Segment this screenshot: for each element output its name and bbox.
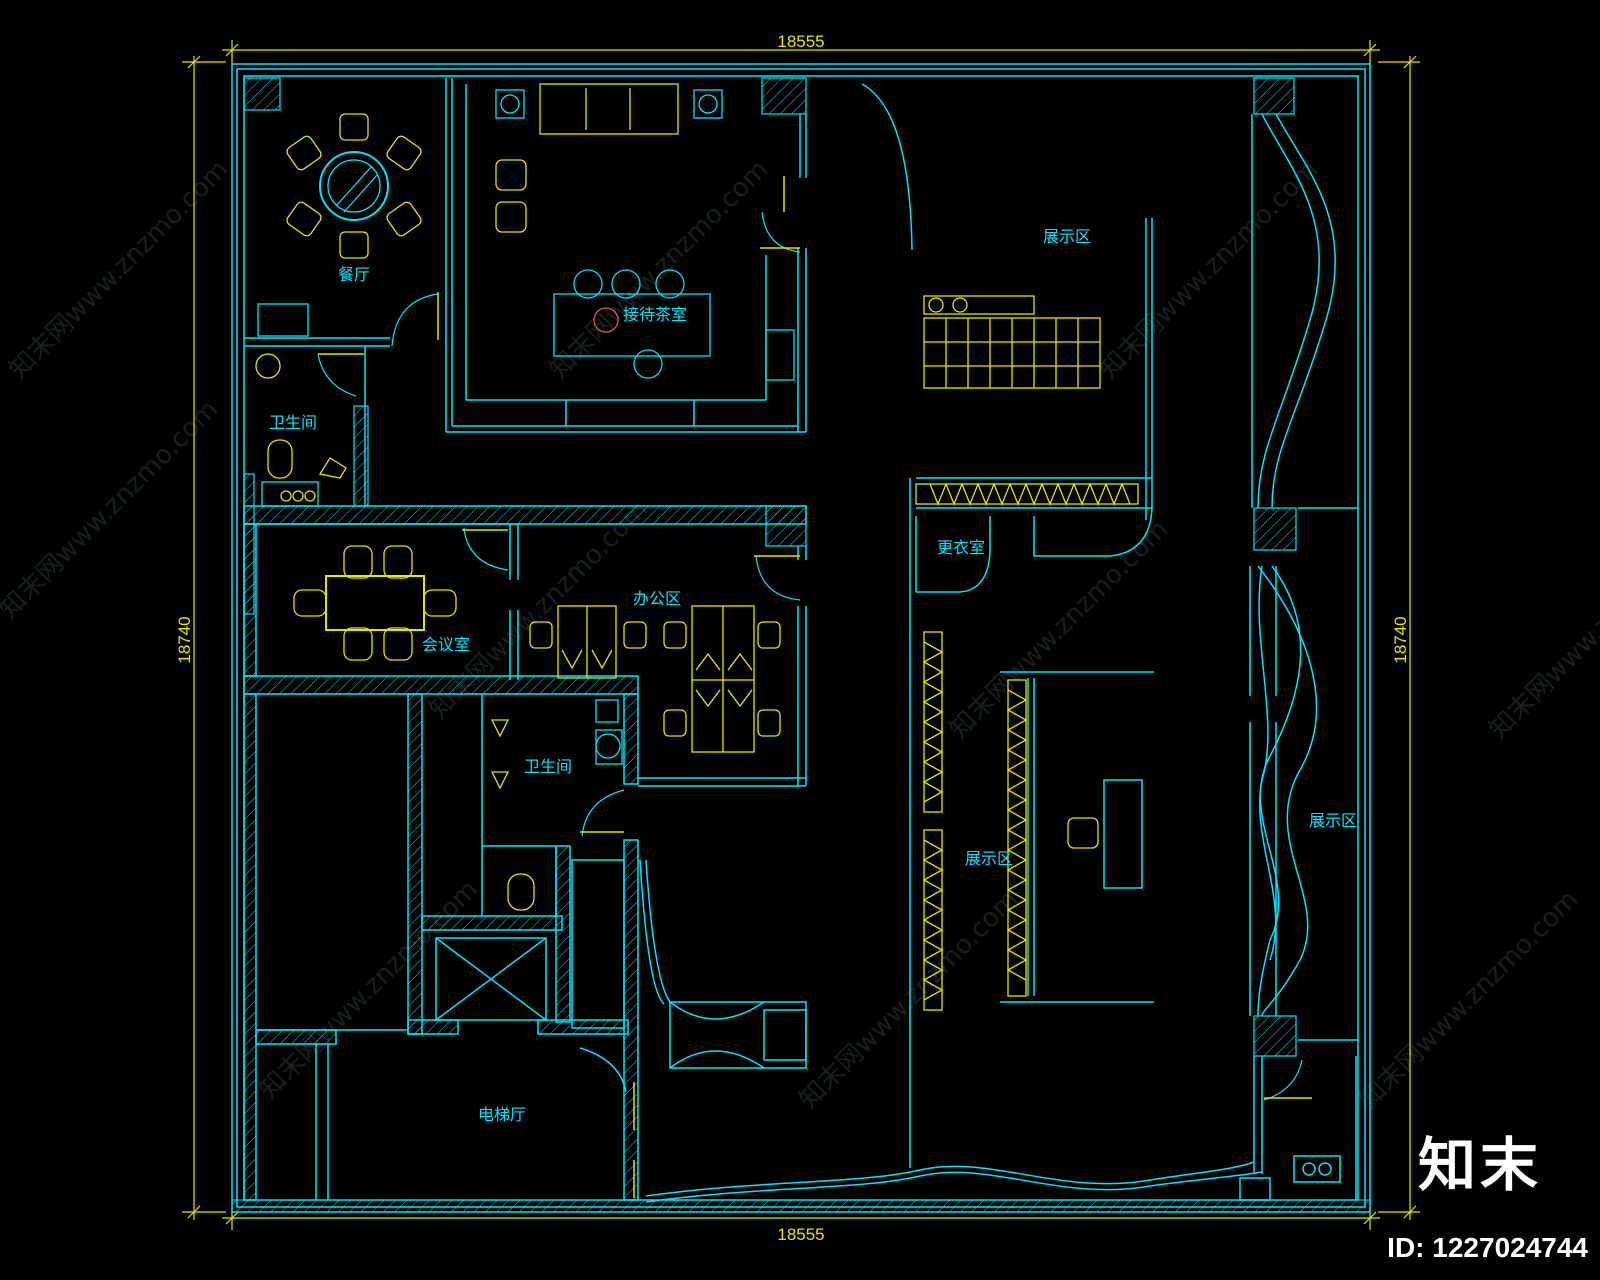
watermark: 知末网www.znzmo.com [0, 394, 224, 625]
door-swings [317, 211, 1303, 1101]
door-leaves [318, 176, 1312, 1198]
room-label-restroom-mid: 卫生间 [524, 757, 572, 776]
watermark: 知末网www.znzmo.com [1354, 884, 1585, 1115]
watermark: 知末网www.znzmo.com [4, 154, 235, 385]
dimension-bottom: 18555 [777, 1225, 824, 1244]
dimension-top: 18555 [777, 32, 824, 51]
watermark: 知末网www.znzmo.com [544, 154, 775, 385]
dimension-lines [182, 40, 1420, 1230]
room-label-restroom-top: 卫生间 [269, 413, 317, 432]
watermark: 知末网www.znzmo.com [1484, 514, 1600, 745]
room-label-display-top: 展示区 [1043, 227, 1091, 246]
furniture [255, 83, 1139, 1011]
outer-walls [231, 63, 1371, 1213]
room-label-office: 办公区 [633, 589, 681, 608]
watermarks: 知末网www.znzmo.com 知末网www.znzmo.com 知末网www… [0, 154, 1600, 1115]
room-label-elevator-hall: 电梯厅 [478, 1105, 526, 1124]
dimension-left: 18740 [175, 616, 194, 663]
room-label-changing-room: 更衣室 [937, 538, 985, 557]
room-label-display-center: 展示区 [965, 849, 1013, 868]
brand-logo: 知末 [1417, 1131, 1542, 1199]
image-id: ID: 1227024744 [1387, 1232, 1588, 1263]
bottom-wall-hatch [231, 1199, 1371, 1213]
watermark: 知末网www.znzmo.com [254, 874, 485, 1105]
watermark: 知末网www.znzmo.com [794, 884, 1025, 1115]
room-label-tea-room: 接待茶室 [623, 305, 687, 324]
room-label-dining: 餐厅 [338, 265, 370, 284]
room-label-meeting: 会议室 [422, 635, 470, 654]
interior-walls [243, 78, 1358, 1203]
room-label-display-right: 展示区 [1309, 811, 1357, 830]
dimension-right: 18740 [1391, 616, 1410, 663]
watermark: 知末网www.znzmo.com [1094, 154, 1325, 385]
